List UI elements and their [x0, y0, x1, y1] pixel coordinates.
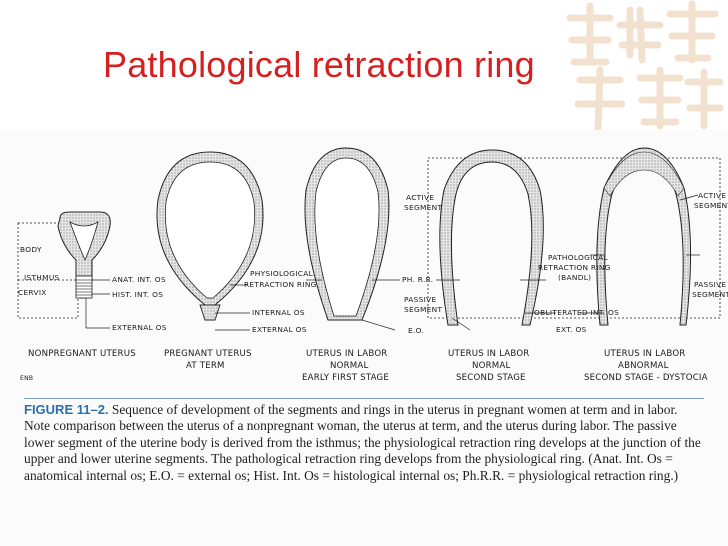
- label-phrr: PH. R.R.: [402, 275, 433, 284]
- pregnant-uterus-term: [156, 151, 264, 331]
- label-obliterated-int-os: OBLITERATED INT. OS: [534, 308, 619, 317]
- label-isthmus: ISTHMUS: [24, 273, 60, 282]
- label-pathological-1: PATHOLOGICAL: [548, 253, 608, 262]
- label-passive-segment-1b: SEGMENT: [404, 305, 442, 314]
- caption-second-1: UTERUS IN LABOR: [448, 349, 529, 359]
- label-pathological-3: (BANDL): [558, 273, 591, 282]
- caption-pregnant-2: AT TERM: [186, 361, 225, 371]
- label-active-segment-1a: ACTIVE: [406, 193, 434, 202]
- label-cervix: CERVIX: [18, 288, 47, 297]
- caption-pregnant-1: PREGNANT UTERUS: [164, 349, 252, 359]
- caption-dystocia-1: UTERUS IN LABOR: [604, 349, 685, 359]
- label-ext-os: EXT. OS: [556, 325, 587, 334]
- label-hist-int-os: HIST. INT. OS: [112, 290, 163, 299]
- small-mark: ENB: [20, 375, 33, 382]
- caption-early-3: EARLY FIRST STAGE: [302, 373, 389, 383]
- caption-second-3: SECOND STAGE: [456, 373, 526, 383]
- figure-caption: FIGURE 11–2. Sequence of development of …: [24, 402, 704, 484]
- caption-early-1: UTERUS IN LABOR: [306, 349, 387, 359]
- label-external-os-2: EXTERNAL OS: [252, 325, 307, 334]
- caption-second-2: NORMAL: [472, 361, 510, 371]
- uterus-labor-dystocia: [580, 147, 700, 326]
- nonpregnant-uterus: [57, 211, 111, 329]
- slide-title: Pathological retraction ring: [103, 44, 535, 85]
- label-anat-int-os: ANAT. INT. OS: [112, 275, 166, 284]
- label-passive-segment-1a: PASSIVE: [404, 295, 436, 304]
- caption-rule: [24, 398, 704, 399]
- figure-panel: BODY ISTHMUS CERVIX ANAT. INT. OS HIST. …: [0, 130, 728, 546]
- uterus-diagram: BODY ISTHMUS CERVIX ANAT. INT. OS HIST. …: [17, 147, 728, 383]
- label-pathological-2: RETRACTION RING: [538, 263, 611, 272]
- label-active-segment-2b: SEGMENT: [694, 201, 728, 210]
- label-passive-segment-2a: PASSIVE: [694, 280, 726, 289]
- label-physiological-ring-2: RETRACTION RING: [244, 280, 317, 289]
- caption-nonpregnant: NONPREGNANT UTERUS: [28, 349, 136, 359]
- label-active-segment-1b: SEGMENT: [404, 203, 442, 212]
- label-physiological-ring-1: PHYSIOLOGICAL: [250, 269, 314, 278]
- uterus-labor-early: [304, 147, 400, 331]
- label-external-os-1: EXTERNAL OS: [112, 323, 167, 332]
- uterus-labor-second: [436, 149, 556, 331]
- label-internal-os: INTERNAL OS: [252, 308, 305, 317]
- figure-number: FIGURE 11–2.: [24, 402, 109, 417]
- label-eo: E.O.: [408, 326, 424, 335]
- caption-early-2: NORMAL: [330, 361, 368, 371]
- label-passive-segment-2b: SEGMENT: [692, 290, 728, 299]
- figure-caption-text: Sequence of development of the segments …: [24, 402, 701, 483]
- caption-dystocia-2: ABNORMAL: [618, 361, 669, 371]
- label-active-segment-2a: ACTIVE: [698, 191, 726, 200]
- calligraphy-watermark: [566, 0, 724, 132]
- label-body: BODY: [20, 245, 42, 254]
- caption-dystocia-3: SECOND STAGE - DYSTOCIA: [584, 373, 708, 383]
